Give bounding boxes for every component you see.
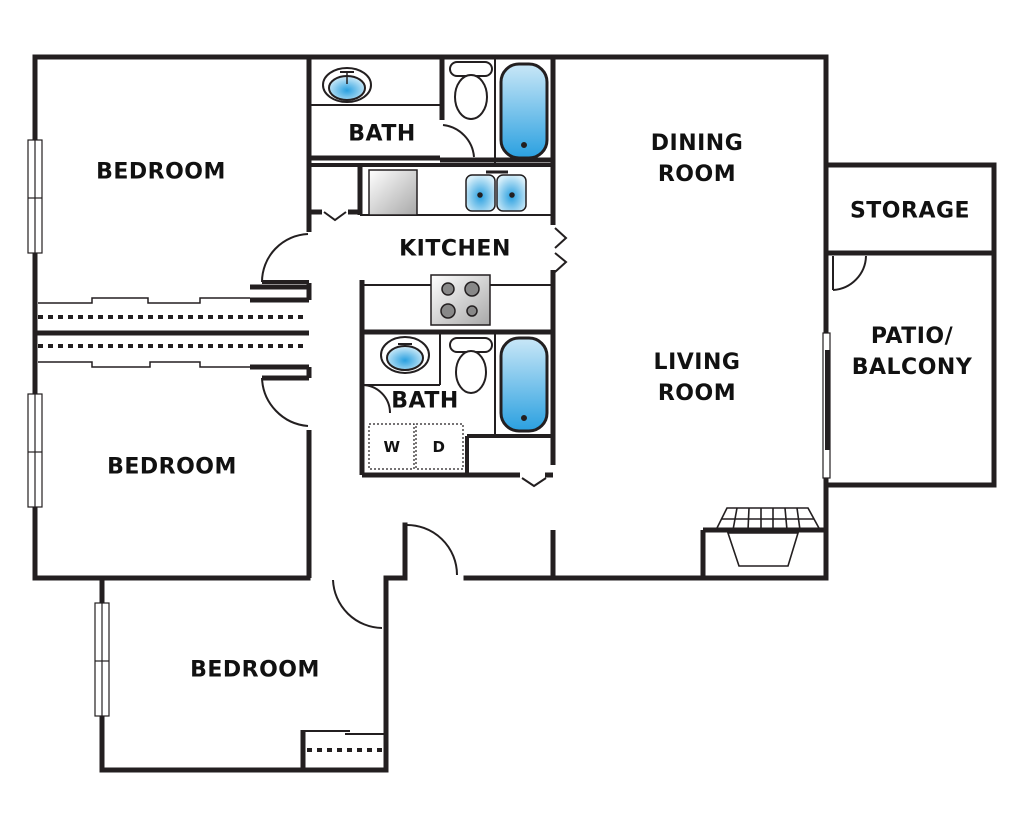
- room-label-text: BEDROOM: [190, 657, 320, 683]
- room-label-bedroom-1: BEDROOM: [96, 157, 226, 188]
- bath-2-fixtures: [368, 336, 549, 470]
- kitchen-fixtures: [368, 169, 527, 326]
- room-label-text: LIVING: [653, 350, 741, 375]
- room-label-bath-2: BATH: [391, 386, 459, 417]
- washer-text: W: [383, 438, 401, 456]
- room-label-living-room: LIVING ROOM: [654, 347, 741, 409]
- dryer-label: D: [433, 438, 446, 456]
- room-label-text: BATH: [391, 388, 459, 414]
- room-label-text: PATIO/: [870, 324, 954, 349]
- room-label-bedroom-2: BEDROOM: [107, 452, 237, 483]
- room-label-text: ROOM: [657, 162, 737, 187]
- room-label-patio-balcony: PATIO/ BALCONY: [852, 321, 973, 383]
- room-label-text: BATH: [348, 121, 416, 147]
- windows: [27, 139, 831, 717]
- closet-shelves: [38, 297, 250, 368]
- room-label-kitchen: KITCHEN: [399, 234, 511, 265]
- room-label-bedroom-3: BEDROOM: [190, 655, 320, 686]
- bath-1-fixtures: [322, 61, 549, 160]
- room-label-text: BEDROOM: [96, 159, 226, 185]
- room-label-dining-room: DINING ROOM: [651, 128, 744, 190]
- washer-label: W: [383, 438, 400, 456]
- dryer-text: D: [432, 438, 446, 456]
- doors: [260, 124, 867, 629]
- room-label-text: KITCHEN: [399, 236, 511, 262]
- closet-rods: [38, 315, 384, 752]
- fireplace: [714, 507, 822, 567]
- room-label-bath-1: BATH: [348, 119, 416, 150]
- room-label-storage: STORAGE: [850, 196, 970, 227]
- room-label-text: BALCONY: [851, 355, 973, 380]
- room-label-text: BEDROOM: [107, 454, 237, 480]
- room-label-text: STORAGE: [849, 198, 971, 224]
- room-label-text: DINING: [650, 131, 744, 156]
- room-label-text: ROOM: [657, 381, 737, 406]
